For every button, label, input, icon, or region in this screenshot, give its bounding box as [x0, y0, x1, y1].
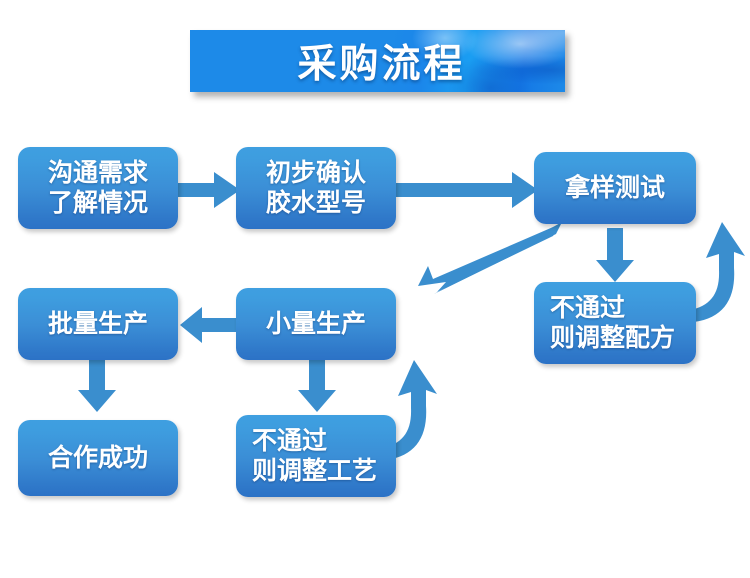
node-label-line2: 胶水型号: [265, 188, 366, 217]
arrow-n2-to-n3: [394, 172, 538, 208]
node-label-line2: 了解情况: [47, 188, 148, 217]
arrow-n1-to-n2: [176, 172, 240, 208]
node-fail-adjust-formula[interactable]: 不通过 则调整配方: [534, 282, 696, 364]
node-communicate-requirements[interactable]: 沟通需求 了解情况: [18, 147, 178, 229]
node-label-line1: 不通过: [252, 425, 328, 455]
node-confirm-glue-model[interactable]: 初步确认 胶水型号: [236, 147, 396, 229]
node-fail-adjust-process[interactable]: 不通过 则调整工艺: [236, 415, 396, 497]
node-label-line1: 小量生产: [265, 308, 366, 338]
node-label-line1: 初步确认: [265, 157, 366, 187]
node-label-line2: 则调整工艺: [252, 456, 378, 485]
arrow-n6-to-n8: [78, 358, 116, 412]
arrow-n3-to-n4: [596, 228, 634, 282]
node-sample-testing[interactable]: 拿样测试: [534, 152, 696, 224]
arrow-n5-to-n6: [180, 307, 240, 343]
node-label-line1: 不通过: [550, 292, 626, 322]
node-label-line1: 拿样测试: [564, 172, 665, 202]
page-title: 采购流程: [297, 42, 466, 87]
arrow-n5-to-n7: [298, 358, 336, 412]
node-small-batch-production[interactable]: 小量生产: [236, 288, 396, 360]
node-mass-production[interactable]: 批量生产: [18, 288, 178, 360]
node-label-line2: 则调整配方: [550, 323, 676, 352]
node-label-line1: 沟通需求: [47, 157, 148, 187]
node-label-line1: 批量生产: [47, 308, 148, 338]
node-successful-cooperation[interactable]: 合作成功: [18, 420, 178, 496]
node-label-line1: 合作成功: [47, 442, 148, 472]
title-banner: 采购流程: [190, 30, 565, 92]
